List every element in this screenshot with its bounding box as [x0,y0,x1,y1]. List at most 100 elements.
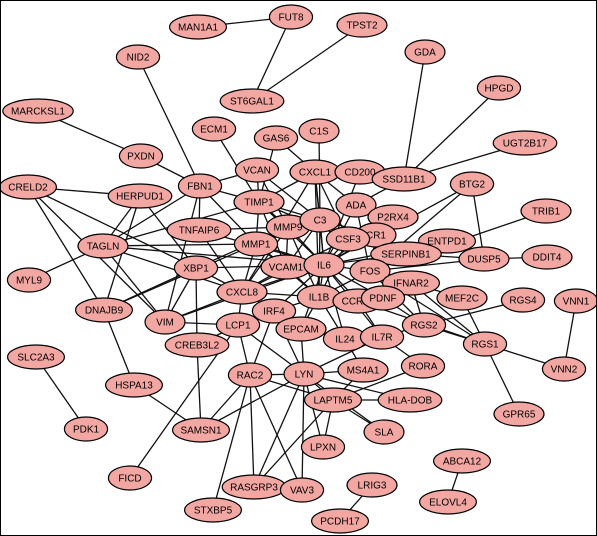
node-pcdh17[interactable]: PCDH17 [311,508,370,534]
node-pdnf[interactable]: PDNF [360,285,406,311]
node-fbn1[interactable]: FBN1 [177,173,223,199]
node-label: VNN1 [563,297,590,308]
node-mmp1[interactable]: MMP1 [233,231,279,257]
node-vim[interactable]: VIM [144,309,186,335]
node-pdk1[interactable]: PDK1 [63,416,109,442]
node-timp1[interactable]: TIMP1 [233,189,285,215]
node-rgs2[interactable]: RGS2 [401,312,447,338]
node-shape [216,279,268,305]
node-c1s[interactable]: C1S [298,118,340,144]
node-rac2[interactable]: RAC2 [227,362,273,388]
node-shape [172,417,231,443]
edge-fut8-st6gal1 [251,16,292,102]
node-rasgrp3[interactable]: RASGRP3 [221,474,287,500]
node-ssd11b1[interactable]: SSD11B1 [371,166,437,192]
node-label: CREB3L2 [175,341,220,352]
node-fos[interactable]: FOS [349,258,391,284]
node-shape [219,88,285,114]
node-shape [251,298,297,324]
node-herpud1[interactable]: HERPUD1 [107,183,173,209]
node-shape [191,116,237,142]
node-hla-dob[interactable]: HLA-DOB [377,387,443,413]
node-shape [118,143,164,169]
node-vnn1[interactable]: VNN1 [553,288,596,314]
node-slc2a3[interactable]: SLC2A3 [7,344,65,370]
node-tnfaip6[interactable]: TNFAIP6 [166,217,232,243]
node-shape [144,309,186,335]
node-shape [169,14,228,40]
node-stxbp5[interactable]: STXBP5 [184,497,243,523]
node-csf3[interactable]: CSF3 [325,226,371,252]
node-marcksl1[interactable]: MARCKSL1 [2,98,74,124]
node-vav3[interactable]: VAV3 [279,477,325,503]
node-ugt2b17[interactable]: UGT2B17 [492,130,558,156]
edge-fbn1-vim [164,185,201,323]
node-lrig3[interactable]: LRIG3 [346,472,398,498]
node-tagln[interactable]: TAGLN [77,233,129,259]
node-label: TPST2 [346,21,378,32]
node-creb3l2[interactable]: CREB3L2 [164,332,230,358]
node-rora[interactable]: RORA [400,353,446,379]
node-label: ST6GAL1 [230,97,274,108]
node-label: ECM1 [200,125,228,136]
node-c3[interactable]: C3 [299,207,341,233]
node-shape [500,287,546,313]
node-man1a1[interactable]: MAN1A1 [169,14,228,40]
node-label: FUT8 [279,13,304,24]
node-ficd[interactable]: FICD [107,465,153,491]
node-xbp1[interactable]: XBP1 [173,255,219,281]
node-gpr65[interactable]: GPR65 [493,401,545,427]
node-irf4[interactable]: IRF4 [251,298,297,324]
node-btg2[interactable]: BTG2 [449,171,495,197]
node-creld2[interactable]: CRELD2 [1,174,57,200]
node-samsn1[interactable]: SAMSN1 [172,417,231,443]
edge-creld2-dnajb9 [27,186,105,311]
node-laptm5[interactable]: LAPTM5 [304,387,363,413]
node-lcp1[interactable]: LCP1 [215,312,261,338]
node-hspa13[interactable]: HSPA13 [104,372,163,398]
node-vnn2[interactable]: VNN2 [541,356,587,382]
node-epcam[interactable]: EPCAM [275,316,327,342]
node-dusp5[interactable]: DUSP5 [458,246,510,272]
node-label: EPCAM [283,325,319,336]
node-shape [63,416,109,442]
node-trib1[interactable]: TRIB1 [520,198,572,224]
node-vcam1[interactable]: VCAM1 [260,254,312,280]
node-ada[interactable]: ADA [335,192,377,218]
node-dnajb9[interactable]: DNAJB9 [74,297,133,323]
node-ecm1[interactable]: ECM1 [191,116,237,142]
node-hpgd[interactable]: HPGD [476,75,522,101]
node-fut8[interactable]: FUT8 [268,4,314,30]
node-ddit4[interactable]: DDIT4 [521,244,573,270]
node-gas6[interactable]: GAS6 [253,125,299,151]
node-myl9[interactable]: MYL9 [6,267,52,293]
node-label: UGT2B17 [503,139,548,150]
node-vcan[interactable]: VCAN [234,157,280,183]
node-ms4a1[interactable]: MS4A1 [337,357,389,383]
node-pxdn[interactable]: PXDN [118,143,164,169]
node-gda[interactable]: GDA [404,39,446,65]
node-elovl4[interactable]: ELOVL4 [419,489,478,515]
node-cxcl8[interactable]: CXCL8 [216,279,268,305]
node-st6gal1[interactable]: ST6GAL1 [219,88,285,114]
node-sla[interactable]: SLA [363,419,405,445]
node-cxcl1[interactable]: CXCL1 [289,159,341,185]
node-il6[interactable]: IL6 [303,252,345,278]
node-tpst2[interactable]: TPST2 [336,12,388,38]
node-il1b[interactable]: IL1B [296,284,342,310]
node-label: RGS4 [509,296,537,307]
node-mef2c[interactable]: MEF2C [436,285,488,311]
node-lyn[interactable]: LYN [283,361,325,387]
node-shape [253,125,299,151]
node-nid2[interactable]: NID2 [115,44,161,70]
node-serpinb1[interactable]: SERPINB1 [370,241,442,267]
node-label: HPGD [485,84,514,95]
node-il24[interactable]: IL24 [322,326,368,352]
node-abca12[interactable]: ABCA12 [433,448,492,474]
node-shape [279,477,325,503]
node-rgs1[interactable]: RGS1 [462,331,508,357]
node-label: IL6 [317,261,331,272]
node-lpxn[interactable]: LPXN [300,434,346,460]
node-il7r[interactable]: IL7R [359,324,405,350]
node-rgs4[interactable]: RGS4 [500,287,546,313]
